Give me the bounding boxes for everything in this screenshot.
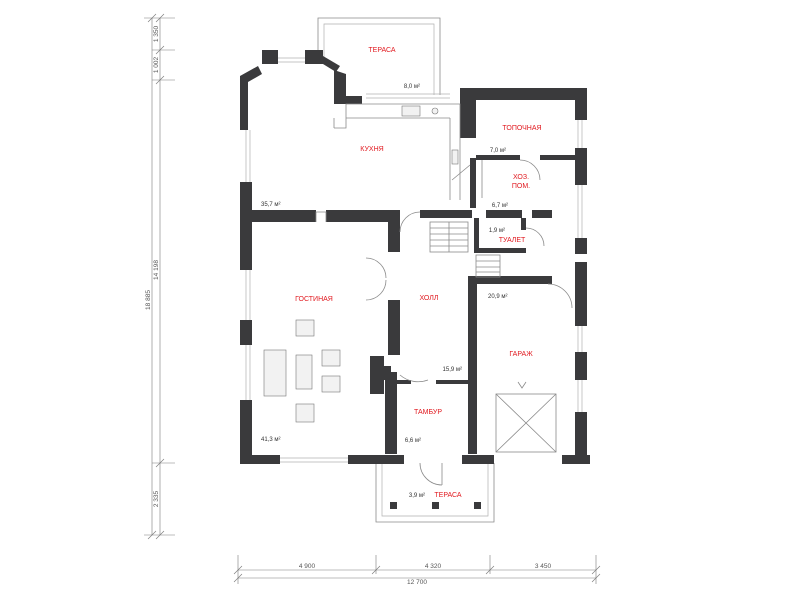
dim-bottom-3: 3 450 (535, 563, 552, 570)
dim-left-inner-total: 14 198 (153, 260, 160, 280)
area-toilet: 1,9 м² (489, 228, 505, 234)
dim-left-top-2: 1 002 (153, 56, 160, 73)
area-kitchen: 35,7 м² (261, 202, 280, 208)
top-terrace-outline (317, 17, 441, 95)
garage-car-space (495, 381, 557, 453)
area-vestibule: 6,6 м² (405, 438, 421, 444)
kitchen-counter (333, 103, 461, 200)
dim-bottom-total: 12 700 (407, 579, 427, 586)
area-living: 41,3 м² (261, 437, 280, 443)
room-boiler: ТОПОЧНАЯ (502, 125, 541, 132)
room-hall: ХОЛЛ (420, 295, 439, 302)
area-boiler: 7,0 м² (490, 148, 506, 154)
terrace-post (474, 502, 481, 509)
room-garage: ГАРАЖ (509, 351, 533, 358)
staircase (429, 221, 501, 278)
room-living: ГОСТИНАЯ (295, 296, 333, 303)
area-terrace-top: 8,0 м² (404, 84, 420, 90)
left-dimension-lines (144, 13, 175, 540)
area-hall: 15,9 м² (443, 367, 462, 373)
doors (315, 159, 573, 486)
interior-walls (252, 155, 575, 454)
living-furniture (263, 319, 341, 423)
terrace-post (432, 502, 439, 509)
room-storage-line2: ПОМ. (512, 183, 530, 190)
room-kitchen: КУХНЯ (360, 146, 383, 153)
area-storage: 6,7 м² (492, 203, 508, 209)
area-garage: 20,9 м² (488, 294, 507, 300)
bottom-terrace-outline (375, 463, 495, 523)
room-vestibule: ТАМБУР (414, 409, 442, 416)
room-terrace-bottom: ТЕРАСА (434, 492, 462, 499)
dim-bottom-2: 4 320 (425, 563, 442, 570)
dim-left-top-1: 1 350 (153, 25, 160, 42)
room-terrace-top: ТЕРАСА (368, 47, 396, 54)
exterior-walls (240, 50, 590, 464)
room-toilet: ТУАЛЕТ (499, 237, 526, 244)
bottom-dimension-lines (233, 555, 601, 584)
terrace-post (390, 502, 397, 509)
dim-left-outer-total: 18 885 (145, 290, 152, 310)
dim-bottom-1: 4 900 (299, 563, 316, 570)
area-terrace-bottom: 3,9 м² (409, 493, 425, 499)
room-storage-line1: ХОЗ. (513, 174, 529, 181)
windows (239, 57, 583, 463)
dim-left-bottom: 2 335 (153, 490, 160, 507)
